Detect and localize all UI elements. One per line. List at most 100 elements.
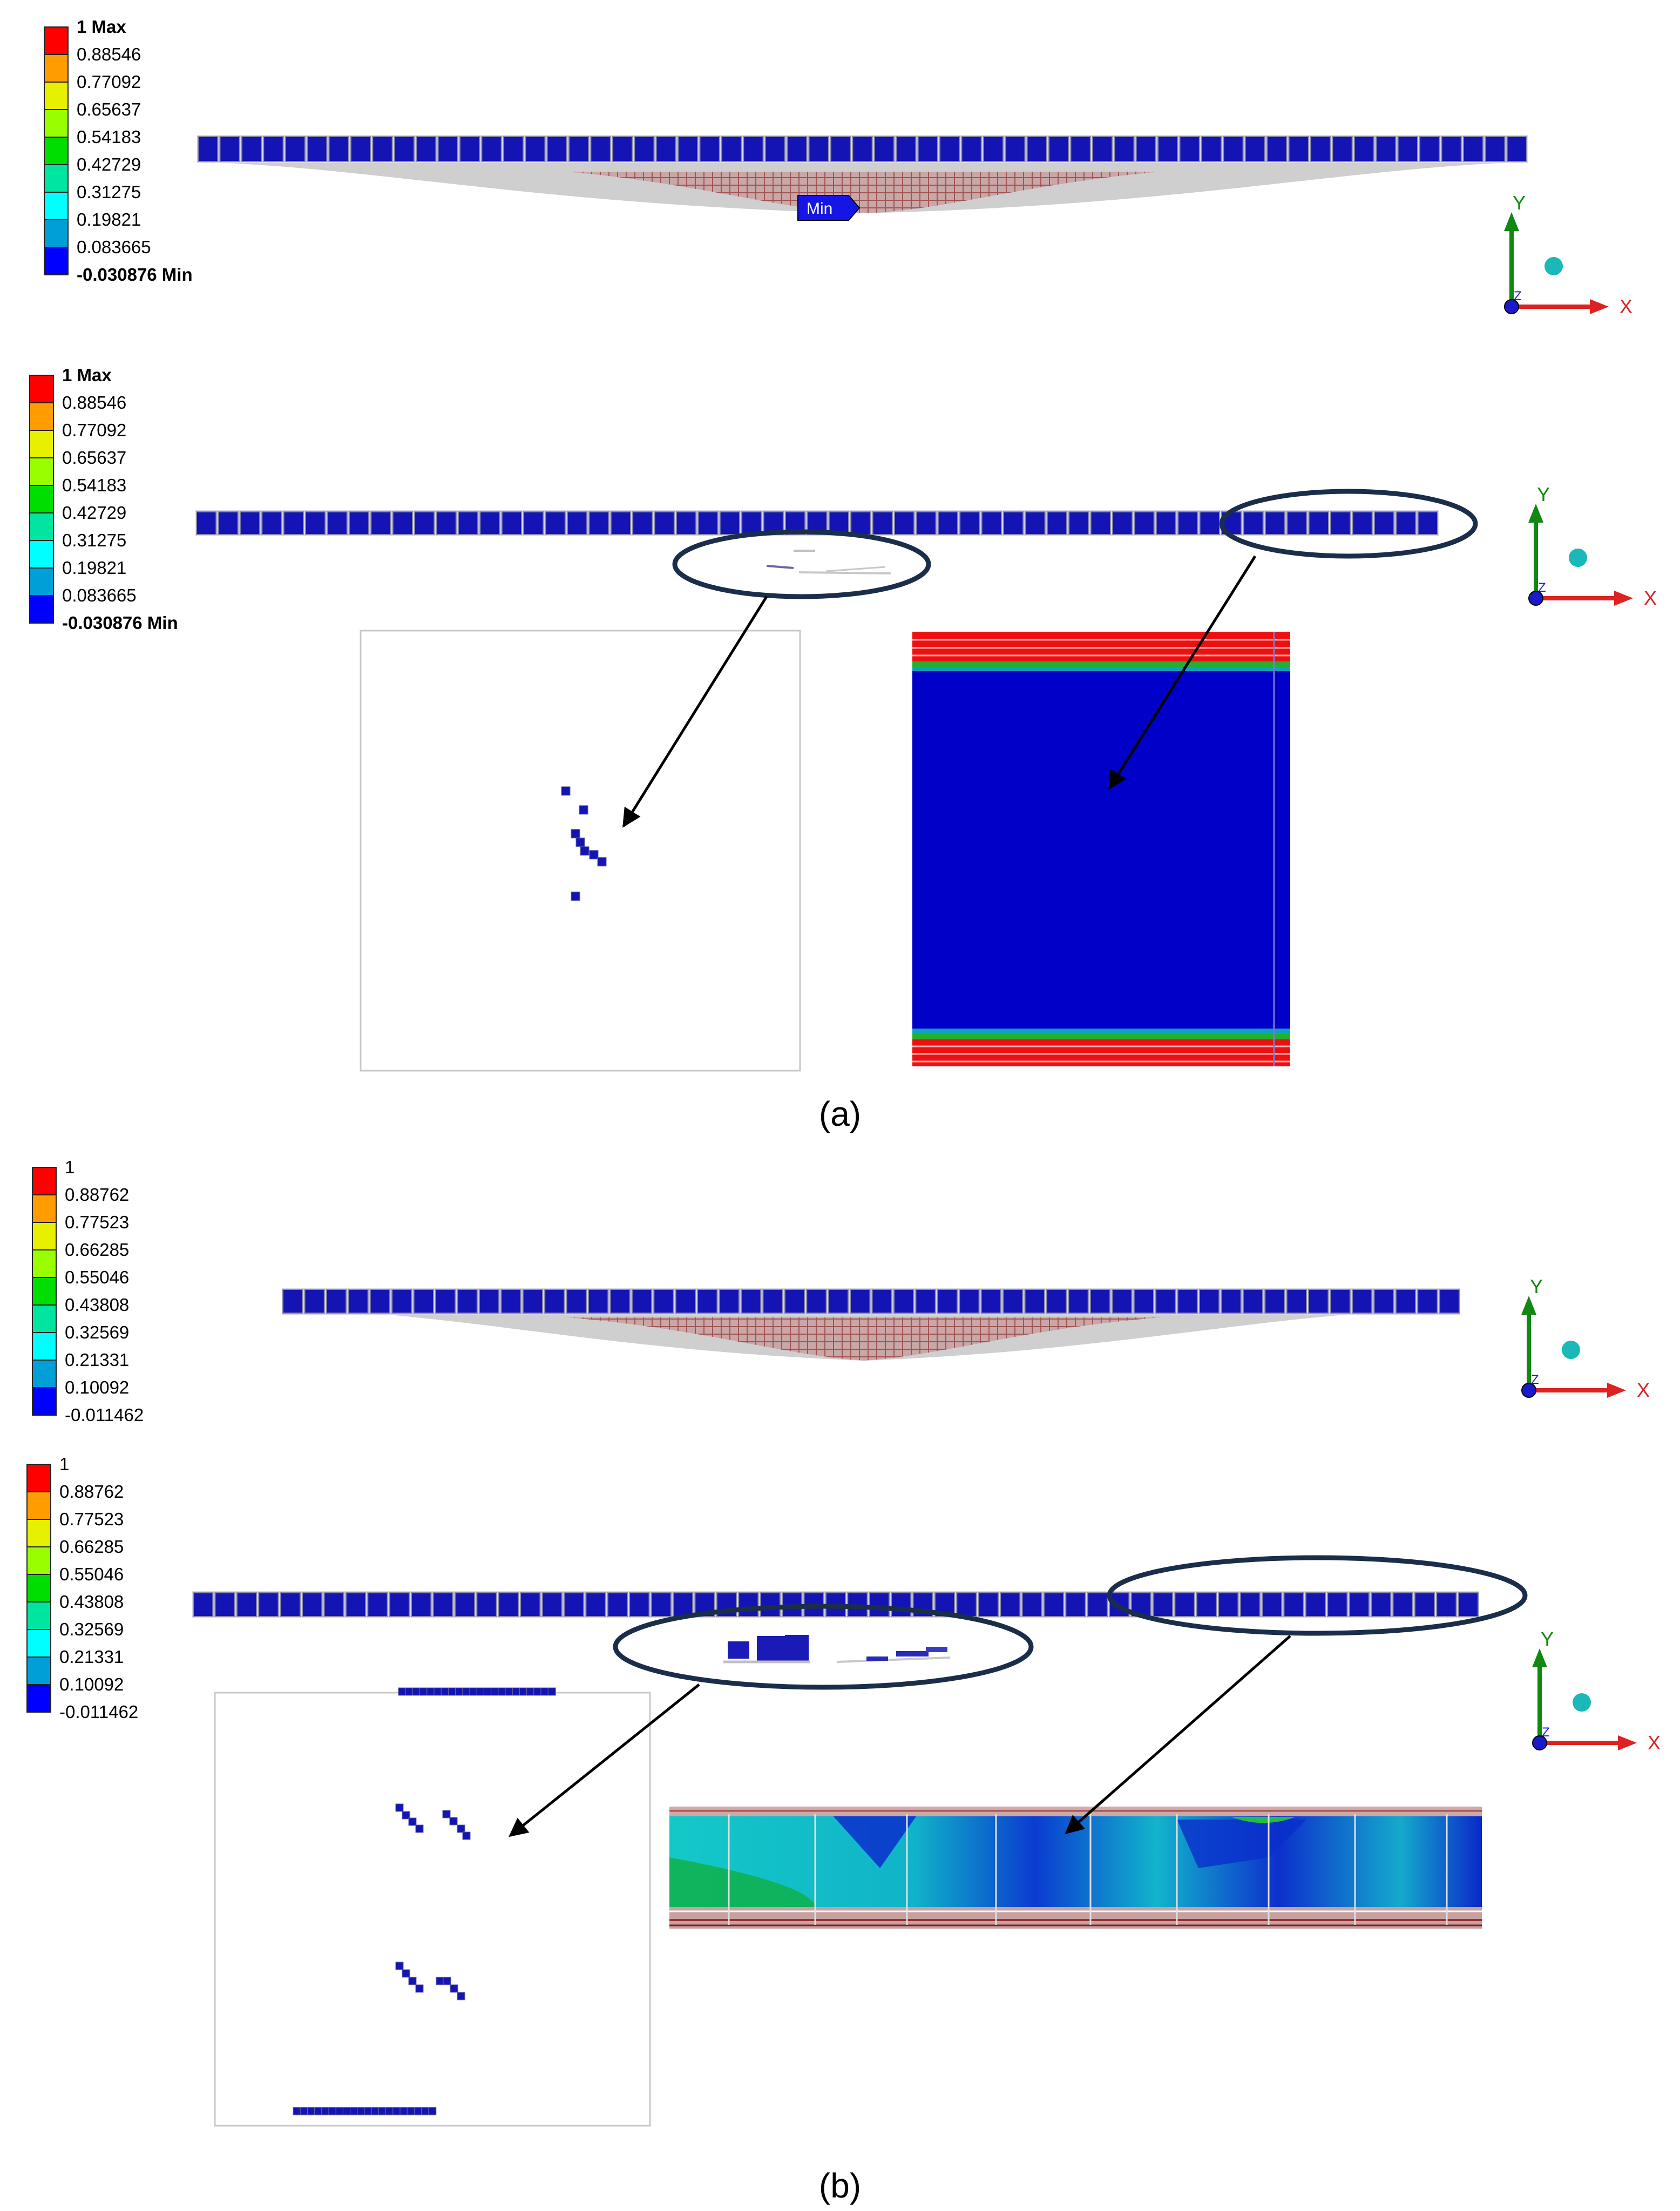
beam-element (915, 1289, 936, 1314)
legend-b-bottom: 10.887620.775230.662850.550460.438080.32… (26, 1454, 138, 1722)
beam-element (1239, 1592, 1261, 1617)
beam-element (1266, 136, 1288, 162)
callout-arrow-left (509, 1683, 700, 1837)
beam-element (436, 511, 457, 535)
legend-value: 0.32569 (59, 1619, 124, 1639)
beam-element (432, 1592, 453, 1617)
panel-a: 1 Max0.885460.770920.656370.541830.42729… (29, 17, 1657, 1133)
color-bar-swatch (32, 1332, 57, 1361)
beam-element (305, 511, 326, 535)
fragment-element (597, 857, 607, 867)
fragment-element (519, 1687, 527, 1696)
fragment-element (571, 891, 580, 901)
legend-value: 1 Max (62, 365, 112, 385)
x-axis-label: X (1637, 1379, 1650, 1401)
fragment-element (378, 2107, 387, 2115)
fragment-element (526, 1687, 535, 1696)
color-bar-swatch (29, 430, 54, 458)
color-bar-swatch (29, 567, 54, 596)
color-bar-swatch (29, 595, 54, 624)
beam-element (241, 136, 262, 162)
beam-element (1308, 511, 1329, 535)
beam-element (1155, 1289, 1176, 1314)
color-bar-swatch (44, 219, 69, 248)
beam-element (327, 511, 348, 535)
color-bar-swatch (29, 540, 54, 569)
beam-element (1133, 1289, 1155, 1314)
beam-element (981, 511, 1002, 535)
fragment-element (412, 1687, 421, 1696)
fragment-element (462, 1831, 471, 1840)
beam-element (1283, 1592, 1304, 1617)
beam-element (544, 1289, 565, 1314)
z-axis-origin (1528, 591, 1543, 606)
fragment-element (428, 2107, 437, 2115)
beam-element (1288, 136, 1309, 162)
beam-element (328, 136, 349, 162)
beam-element (263, 136, 284, 162)
x-axis-label: X (1648, 1732, 1661, 1754)
beam-element (893, 511, 915, 535)
beam-elements-a-bottom (195, 510, 1439, 536)
beam-element (675, 1289, 696, 1314)
beam-element (198, 136, 219, 162)
beam-element (520, 1592, 541, 1617)
legend-value: 0.88762 (59, 1482, 124, 1502)
beam-element (896, 136, 917, 162)
beam-element (1414, 1592, 1435, 1617)
legend-value: 0.54183 (62, 475, 126, 495)
beam-element (1002, 511, 1024, 535)
color-bar-swatch (32, 1194, 57, 1223)
beam-element (1201, 136, 1222, 162)
fragment-element (442, 1810, 451, 1818)
beam-element (937, 1289, 958, 1314)
beam-element (784, 1289, 805, 1314)
beam-element (1005, 136, 1026, 162)
beam-element (1199, 511, 1220, 535)
beam-element (655, 136, 677, 162)
color-bar-swatch (26, 1574, 51, 1603)
beam-element (1179, 136, 1200, 162)
legend-value: 0.10092 (65, 1377, 129, 1397)
beam-element (1392, 1592, 1413, 1617)
beam-element (1177, 1289, 1198, 1314)
beam-element (719, 1289, 740, 1314)
beam-element (1332, 136, 1353, 162)
beam-element (1046, 511, 1068, 535)
beam-element (563, 1592, 585, 1617)
color-bar-swatch (32, 1222, 57, 1250)
fragment-element (455, 1687, 464, 1696)
coordinate-triad: YXZ (1532, 1628, 1661, 1754)
fragment-element (426, 1687, 435, 1696)
fragment-element (364, 2107, 372, 2115)
y-axis-label: Y (1513, 192, 1526, 214)
beam-element (1353, 136, 1375, 162)
fragment-element (540, 1687, 549, 1696)
legend-value: 1 (59, 1454, 69, 1474)
legend-value: 0.77092 (62, 420, 126, 440)
color-bar-swatch (26, 1491, 51, 1520)
beam-element (522, 1289, 544, 1314)
fragment-element (314, 2107, 323, 2115)
beam-element (1196, 1592, 1217, 1617)
beam-element (1417, 1289, 1438, 1314)
color-bar-swatch (32, 1360, 57, 1388)
beam-element (503, 136, 524, 162)
color-bar (26, 1464, 51, 1713)
beam-element (261, 511, 282, 535)
z-axis-label: Z (1538, 580, 1546, 595)
legend-value: 0.66285 (59, 1537, 124, 1557)
beam-element (1397, 136, 1418, 162)
beam-element (1458, 1592, 1479, 1617)
beam-element (1114, 136, 1135, 162)
beam-element (1152, 1592, 1174, 1617)
beam-element (634, 136, 655, 162)
beam-element (850, 511, 871, 535)
color-bar-swatch (29, 457, 54, 486)
beam-element (893, 1289, 914, 1314)
beam-element (1070, 136, 1091, 162)
legend-value: 0.77523 (59, 1509, 124, 1529)
fragment-element (335, 2107, 344, 2115)
beam-element (454, 1592, 476, 1617)
beam-element (284, 136, 306, 162)
